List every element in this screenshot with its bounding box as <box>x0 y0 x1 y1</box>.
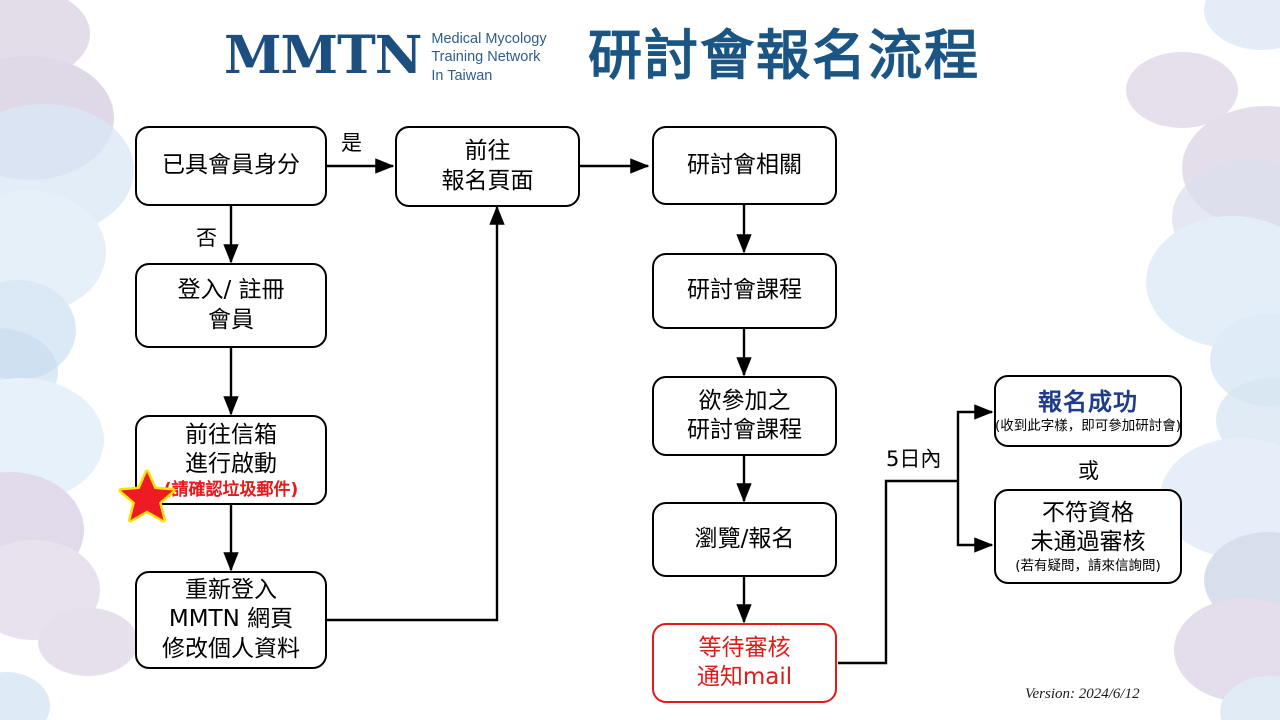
node-await-review-line2: 通知mail <box>696 664 793 690</box>
edge-label-yes: 是 <box>341 131 362 155</box>
node-relogin-edit-line3: 修改個人資料 <box>162 635 300 662</box>
mmtn-logo: MMTN Medical Mycology Training Network I… <box>224 28 547 85</box>
logo-subtitle-line1: Medical Mycology <box>431 31 547 47</box>
node-desired-course-line2: 研討會課程 <box>687 417 802 443</box>
node-relogin-edit-line1: 重新登入 <box>185 576 277 603</box>
node-goto-signup-line1: 前往 <box>464 138 511 165</box>
node-activate-mail-line2: 進行啟動 <box>185 451 277 478</box>
node-await-review-line1: 等待審核 <box>698 634 791 661</box>
node-rejected[interactable]: 不符資格 未通過審核 (若有疑問，請來信詢問) <box>994 489 1182 584</box>
edge-split-rejected <box>956 481 994 553</box>
node-await-review[interactable]: 等待審核 通知mail <box>652 623 837 703</box>
node-register[interactable]: 登入/ 註冊 會員 <box>135 263 327 348</box>
node-seminar-info[interactable]: 研討會相關 <box>652 126 837 205</box>
edge-label-or: 或 <box>1078 459 1099 483</box>
edge-relogin-signup <box>327 205 505 622</box>
node-seminar-course[interactable]: 研討會課程 <box>652 253 837 329</box>
node-activate-mail-line1: 前往信箱 <box>185 421 277 448</box>
node-desired-course-line1: 欲參加之 <box>698 387 791 414</box>
edge-label-no: 否 <box>196 226 217 250</box>
logo-subtitle-line2: Training Network <box>431 49 541 66</box>
slide-header: MMTN Medical Mycology Training Network I… <box>0 0 1280 110</box>
logo-subtitle: Medical Mycology Training Network In Tai… <box>431 28 546 85</box>
node-success[interactable]: 報名成功 (收到此字樣，即可參加研討會) <box>994 375 1182 447</box>
edge-split-success <box>956 404 994 481</box>
node-goto-signup[interactable]: 前往 報名頁面 <box>395 126 580 207</box>
node-rejected-line2: 未通過審核 <box>1030 529 1146 556</box>
node-member-check-line1: 已具會員身分 <box>162 152 300 179</box>
edge-await-split <box>838 479 958 665</box>
node-seminar-info-line1: 研討會相關 <box>687 151 802 178</box>
node-rejected-note: (若有疑問，請來信詢問) <box>1015 557 1161 574</box>
node-relogin-edit-line2: MMTN 網頁 <box>168 606 294 633</box>
node-success-note: (收到此字樣，即可參加研討會) <box>994 418 1182 435</box>
node-activate-mail-note: (請確認垃圾郵件) <box>163 479 299 500</box>
node-browse-signup[interactable]: 瀏覽/報名 <box>652 502 837 577</box>
version-stamp: Version: 2024/6/12 <box>1025 686 1140 702</box>
page-title: 研討會報名流程 <box>588 24 980 87</box>
warning-star-icon <box>118 469 176 523</box>
node-browse-signup-line1: 瀏覽/報名 <box>694 525 795 552</box>
logo-subtitle-line3: In Taiwan <box>431 67 493 84</box>
node-desired-course[interactable]: 欲參加之 研討會課程 <box>652 376 837 456</box>
node-relogin-edit[interactable]: 重新登入 MMTN 網頁 修改個人資料 <box>135 571 327 669</box>
node-goto-signup-line2: 報名頁面 <box>441 167 534 194</box>
node-rejected-line1: 不符資格 <box>1042 499 1134 526</box>
node-register-line2: 會員 <box>208 306 254 333</box>
node-register-line1: 登入/ 註冊 <box>177 277 285 304</box>
node-member-check[interactable]: 已具會員身分 <box>135 126 327 206</box>
node-seminar-course-line1: 研討會課程 <box>687 277 802 304</box>
edge-label-within-5-days: 5日內 <box>886 447 942 471</box>
logo-wordmark: MMTN <box>224 25 422 87</box>
node-success-title: 報名成功 <box>1038 388 1138 417</box>
